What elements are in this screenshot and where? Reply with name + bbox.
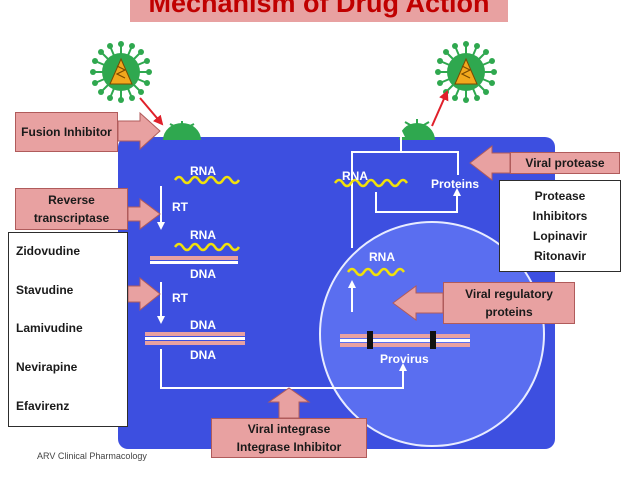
- footer-text: ARV Clinical Pharmacology: [37, 451, 147, 461]
- pi-line-1: Protease: [534, 189, 586, 203]
- viral-regulatory-box: Viral regulatory proteins: [443, 282, 575, 324]
- fusion-inhibitor-box: Fusion Inhibitor: [15, 112, 118, 152]
- pi-line-2: Inhibitors: [532, 209, 588, 223]
- label-rna-1: RNA: [190, 164, 216, 178]
- virus-icon-entering: [90, 41, 152, 103]
- reverse-transcriptase-box: Reverse transcriptase: [15, 188, 128, 230]
- label-provirus: Provirus: [380, 352, 429, 366]
- drug-nevirapine: Nevirapine: [16, 360, 78, 374]
- virus-icon-budding: [435, 41, 497, 103]
- provirus-strand-a: [340, 334, 470, 338]
- integration-arrow: [160, 349, 407, 389]
- label-rna-2: RNA: [190, 228, 216, 242]
- dna-strand-2c: [145, 341, 245, 345]
- pi-line-4: Ritonavir: [533, 249, 586, 263]
- rna-wave-2: [173, 242, 241, 252]
- drug-lamivudine: Lamivudine: [16, 321, 83, 335]
- title-bar: Mechanism of Drug Action: [130, 0, 508, 22]
- protease-pointer-icon: [469, 144, 511, 182]
- provirus-strand-c: [340, 343, 470, 347]
- protease-inhibitor-list: Protease Inhibitors Lopinavir Ritonavir: [499, 180, 621, 272]
- budding-virion-icon: [399, 119, 435, 140]
- dna-strand-1a: [150, 256, 238, 260]
- drug-zidovudine: Zidovudine: [16, 244, 80, 258]
- drug-efavirenz: Efavirenz: [16, 399, 70, 413]
- proteins-link: [401, 151, 459, 175]
- integrase-line-1: Viral integrase: [247, 422, 331, 436]
- translation-arrow: [375, 188, 461, 213]
- viral-protease-label: Viral protease: [525, 156, 605, 170]
- label-dna-3: DNA: [190, 348, 216, 362]
- fusion-pointer-icon: [117, 111, 161, 151]
- rna-wave-1: [173, 175, 241, 185]
- nrti-pointer-icon: [127, 276, 161, 312]
- viral-regulatory-label: Viral regulatory proteins: [465, 287, 553, 319]
- page-title: Mechanism of Drug Action: [148, 0, 490, 18]
- label-rt-1: RT: [172, 200, 188, 214]
- reverse-transcriptase-label: Reverse transcriptase: [33, 193, 110, 225]
- integrase-box: Viral integrase Integrase Inhibitor: [211, 418, 367, 458]
- release-arrow-icon: [431, 90, 449, 127]
- dna-strand-2b: [145, 337, 245, 340]
- rna-wave-3: [333, 178, 409, 188]
- fused-virion-icon: [163, 121, 201, 140]
- nrti-drug-list: Zidovudine Stavudine Lamivudine Nevirapi…: [8, 232, 128, 427]
- regulatory-pointer-icon: [392, 285, 444, 321]
- fusion-inhibitor-label: Fusion Inhibitor: [21, 125, 112, 139]
- label-proteins: Proteins: [431, 177, 480, 191]
- rna-wave-nucleus: [346, 267, 406, 277]
- rt-pointer-icon: [127, 198, 161, 230]
- viral-protease-box: Viral protease: [510, 152, 620, 174]
- entry-arrow-icon: [139, 97, 164, 126]
- integrase-line-2: Integrase Inhibitor: [236, 440, 342, 454]
- label-rt-2: RT: [172, 291, 188, 305]
- label-dna-2: DNA: [190, 318, 216, 332]
- provirus-strand-b: [340, 339, 470, 342]
- drug-stavudine: Stavudine: [16, 283, 74, 297]
- provirus-ltr-left: [367, 331, 373, 349]
- pi-line-3: Lopinavir: [532, 229, 587, 243]
- label-rna-3: RNA: [342, 169, 368, 183]
- label-rna-nucleus: RNA: [369, 250, 395, 264]
- integrase-pointer-icon: [267, 387, 311, 419]
- label-dna-1: DNA: [190, 267, 216, 281]
- provirus-ltr-right: [430, 331, 436, 349]
- dna-strand-1b: [150, 261, 238, 264]
- dna-strand-2a: [145, 332, 245, 336]
